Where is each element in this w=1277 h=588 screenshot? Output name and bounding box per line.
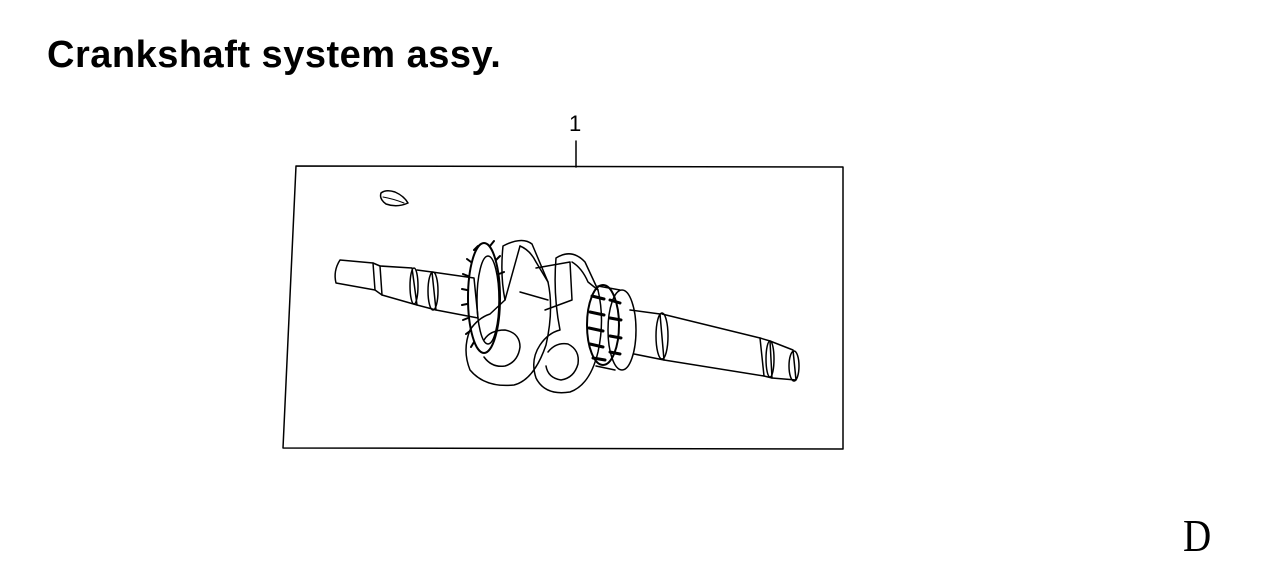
- callout-number-1[interactable]: 1: [569, 111, 582, 136]
- woodruff-key-icon[interactable]: [379, 189, 409, 207]
- crankshaft-icon[interactable]: [334, 239, 800, 394]
- page-title: Crankshaft system assy.: [47, 34, 502, 76]
- parts-frame[interactable]: [282, 165, 844, 450]
- page-letter: D: [1183, 510, 1212, 561]
